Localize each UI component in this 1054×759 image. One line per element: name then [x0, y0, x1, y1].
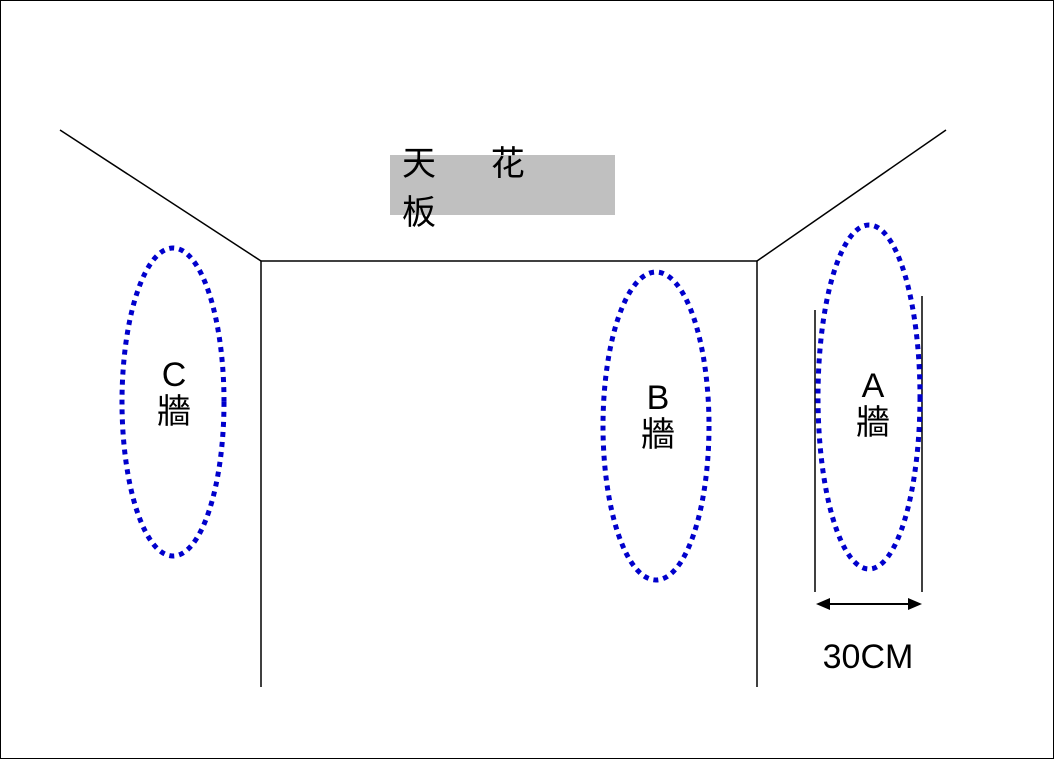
ceiling-label: 天 花 板: [390, 144, 615, 233]
wall-b-highlight-ellipse: [600, 269, 712, 583]
wall-a-label: A 牆: [851, 367, 895, 444]
wall-c-char: 牆: [157, 392, 191, 433]
wall-c-highlight-ellipse: [119, 245, 227, 559]
wall-b-char: 牆: [641, 415, 675, 456]
measure-arrow-head-right: [908, 598, 922, 610]
wall-c-label: C 牆: [152, 356, 196, 433]
wall-a-char: 牆: [856, 403, 890, 444]
wall-c-letter: C: [161, 356, 187, 394]
measurement-label: 30CM: [822, 638, 914, 676]
wall-b-label: B 牆: [636, 379, 680, 456]
wall-a-highlight-ellipse: [815, 222, 923, 572]
measure-arrow-head-left: [816, 598, 830, 610]
ceiling-edge-right: [756, 129, 947, 262]
ceiling-edge-left: [59, 129, 262, 262]
wall-a-letter: A: [861, 367, 885, 405]
wall-b-letter: B: [646, 379, 670, 417]
